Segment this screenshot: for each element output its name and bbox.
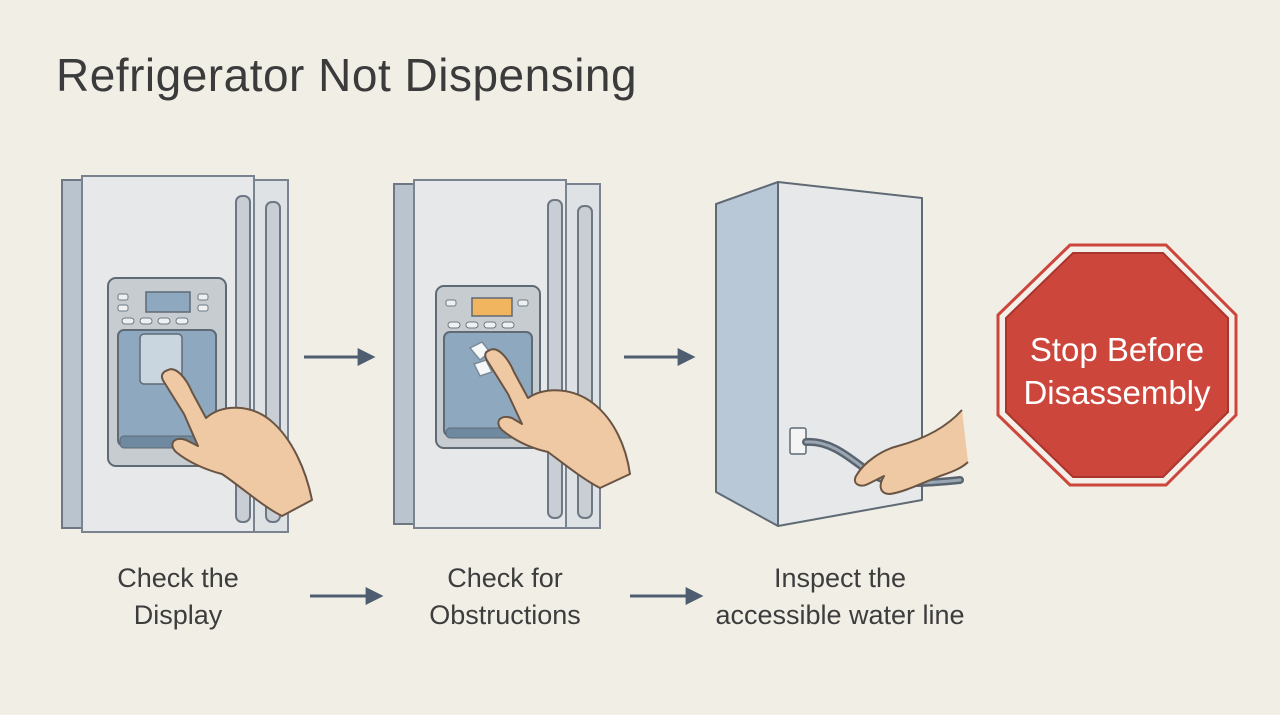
step-2-caption-line1: Check for: [447, 563, 563, 593]
stop-sign-label-line2: Disassembly: [1023, 374, 1211, 411]
stop-sign-label: Stop Before Disassembly: [998, 328, 1236, 414]
step-3-caption: Inspect the accessible water line: [700, 560, 980, 634]
step-1-caption-line2: Display: [133, 600, 223, 630]
step-3-caption-line2: accessible water line: [715, 600, 965, 630]
fridge-dispenser-obstruction-icon: [393, 179, 631, 529]
stop-sign-icon: [996, 243, 1238, 487]
step-2-caption: Check for Obstructions: [410, 560, 600, 634]
fridge-water-line-icon: [715, 181, 969, 527]
page-title: Refrigerator Not Dispensing: [56, 49, 638, 101]
step-1-caption-line1: Check the: [117, 563, 239, 593]
step-3-caption-line1: Inspect the: [773, 563, 907, 593]
step-1-caption: Check the Display: [88, 560, 268, 634]
step-2-caption-line2: Obstructions: [429, 600, 581, 630]
fridge-dispenser-display-icon: [61, 175, 313, 533]
stop-sign-label-line1: Stop Before: [1029, 331, 1205, 368]
